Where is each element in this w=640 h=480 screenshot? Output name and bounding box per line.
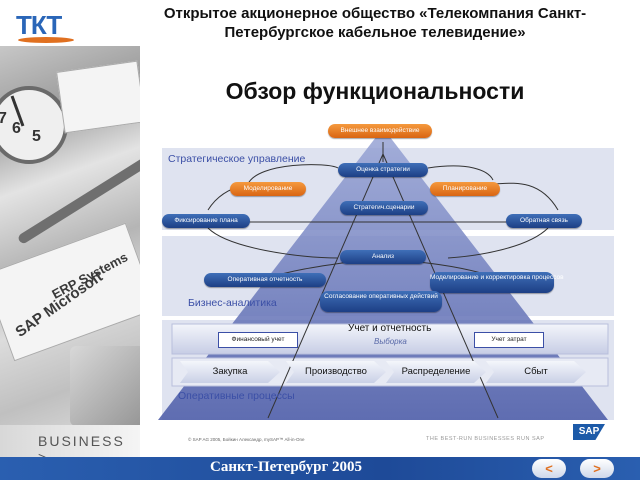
document-image	[56, 60, 140, 134]
next-slide-button[interactable]: >	[580, 459, 614, 478]
functionality-diagram: Стратегическое управление Бизнес-аналити…	[148, 118, 618, 442]
node-analysis: Анализ	[340, 250, 426, 264]
connector-arrow	[267, 153, 384, 419]
selection-label: Выборка	[374, 337, 407, 346]
connector-arrow	[207, 227, 339, 259]
connector-arrow	[447, 227, 549, 259]
node-coordination: Согласование оперативных действий	[320, 291, 442, 312]
band-label-analytics: Бизнес-аналитика	[188, 297, 277, 309]
node-fixing: Фиксирование плана	[162, 214, 250, 228]
node-planning: Планирование	[430, 182, 500, 196]
node-scenarios: Стратегич.сценарии	[340, 201, 428, 215]
clock-digit: 7	[0, 110, 7, 127]
process-chevron: Закупка	[180, 361, 280, 383]
process-chevron: Сбыт	[486, 361, 586, 383]
business-banner: BUSINESS >	[0, 425, 140, 465]
node-assessment: Оценка стратегии	[338, 163, 428, 177]
node-external: Внешнее взаимодействие	[328, 124, 432, 138]
clock-icon: 6 5 7	[0, 86, 68, 164]
cost-accounting-box: Учет затрат	[474, 332, 544, 348]
node-modeling-adjust: Моделирование и корректировка процессов	[430, 272, 564, 293]
copyright-text: © SAP AG 2005, Бойкин Александр, mySAP™ …	[188, 437, 305, 442]
process-chevron: Распределение	[386, 361, 486, 383]
footer-bar: Санкт-Петербург 2005 < >	[0, 457, 640, 480]
logo-swoosh	[18, 37, 74, 43]
connector-arrow	[247, 164, 339, 185]
logo-text: ТКТ	[16, 10, 62, 40]
photo-collage: 6 5 7 ERP Systems SAP Microsoft	[0, 46, 140, 456]
financial-accounting-box: Финансовый учет	[218, 332, 298, 348]
company-logo: ТКТ	[16, 8, 78, 44]
clock-digit: 5	[32, 128, 41, 145]
band-label-operations: Оперативные процессы	[178, 390, 295, 402]
footer-city-year: Санкт-Петербург 2005	[210, 459, 363, 475]
banknote-image	[70, 346, 140, 426]
process-chevron: Производство	[286, 361, 386, 383]
clock-digit: 6	[12, 120, 21, 137]
slide-title: Обзор функциональности	[225, 78, 525, 104]
sap-tagline: THE BEST-RUN BUSINESSES RUN SAP	[426, 436, 545, 442]
sap-logo: SAP	[573, 424, 605, 440]
node-reporting: Оперативная отчетность	[204, 273, 326, 287]
band-label-strategic: Стратегическое управление	[168, 153, 306, 165]
prev-slide-button[interactable]: <	[532, 459, 566, 478]
company-name: Открытое акционерное общество «Телекомпа…	[163, 5, 587, 41]
connector-arrow	[427, 165, 494, 181]
reporting-label: Учет и отчетность	[348, 323, 432, 334]
node-modeling: Моделирование	[230, 182, 306, 196]
node-feedback: Обратная связь	[506, 214, 582, 228]
